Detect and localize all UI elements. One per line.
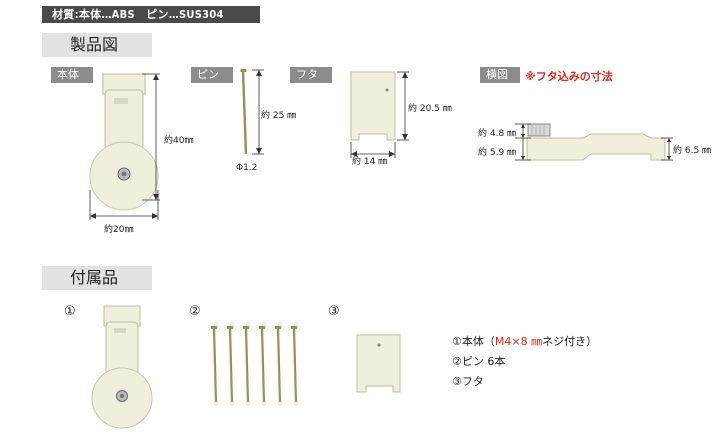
tag-body: 本体 bbox=[51, 67, 93, 83]
pin-diameter-dimension: Φ1.2 bbox=[236, 163, 258, 173]
lid-drawing bbox=[350, 71, 409, 158]
accessory-lid-image bbox=[356, 334, 401, 393]
body-width-dimension: 約20㎜ bbox=[104, 225, 134, 235]
pin-6 bbox=[291, 326, 298, 403]
pin-drawing bbox=[240, 69, 264, 155]
side-view-note: ※フタ込みの寸法 bbox=[525, 70, 613, 83]
accessory-pins-image bbox=[211, 326, 298, 403]
pin-3 bbox=[243, 326, 250, 403]
accessories-list: ①本体（M4×8 ㎜ネジ付き） ②ピン 6本 ③フタ bbox=[452, 332, 597, 392]
side-dimension-screw: 約 4.8 ㎜ bbox=[478, 129, 517, 139]
tag-lid: フタ bbox=[290, 67, 332, 83]
body-height-dimension: 約40㎜ bbox=[164, 136, 194, 146]
accessory-body-image bbox=[91, 305, 153, 429]
accessories-header: 付属品 bbox=[42, 266, 152, 290]
side-dimension-body: 約 5.9 ㎜ bbox=[478, 148, 517, 158]
pin-2 bbox=[227, 326, 234, 403]
material-bar: 材質:本体…ABS ピン…SUS304 bbox=[42, 6, 260, 23]
side-view-drawing bbox=[515, 123, 673, 161]
accessory-number-1: ① bbox=[64, 304, 76, 319]
lid-width-dimension: 約 14 ㎜ bbox=[352, 157, 388, 167]
tag-side-view: 横図 bbox=[480, 67, 520, 83]
body-drawing bbox=[89, 73, 160, 220]
tag-pin: ピン bbox=[191, 67, 233, 83]
accessory-item-1: ①本体（M4×8 ㎜ネジ付き） bbox=[452, 335, 598, 348]
pin-1 bbox=[211, 326, 218, 403]
pin-length-dimension: 約 25 ㎜ bbox=[261, 111, 297, 121]
lid-height-dimension: 約 20.5 ㎜ bbox=[408, 104, 452, 114]
product-drawing-header: 製品図 bbox=[42, 33, 152, 57]
accessory-item-2: ②ピン 6本 bbox=[452, 355, 506, 368]
accessory-number-3: ③ bbox=[328, 304, 340, 319]
screw-size-highlight: M4×8 ㎜ bbox=[494, 335, 543, 348]
side-dimension-total: 約 6.5 ㎜ bbox=[673, 146, 712, 156]
accessory-item-3: ③フタ bbox=[452, 375, 484, 388]
pin-5 bbox=[275, 326, 282, 403]
pin-4 bbox=[259, 326, 266, 403]
accessory-number-2: ② bbox=[189, 304, 201, 319]
